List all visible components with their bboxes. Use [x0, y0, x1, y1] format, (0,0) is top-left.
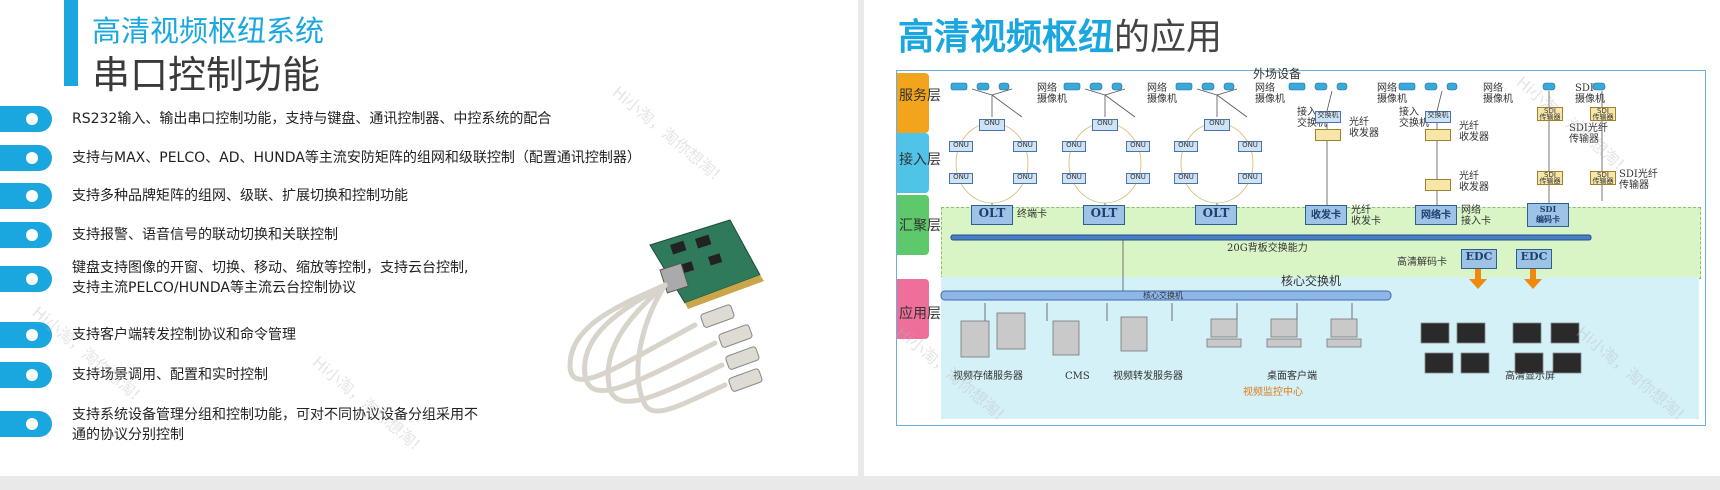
pci-card [650, 220, 764, 309]
serial-card-image [560, 215, 820, 415]
camera-label: 网络 摄像机 [1483, 83, 1513, 105]
agg-card-label: 终端卡 [1017, 209, 1047, 220]
app-device-label: CMS [1065, 371, 1090, 382]
camera-label: 网络 摄像机 [1377, 83, 1407, 105]
sdi-transmitter-box: SDI 传输器 [1590, 171, 1616, 185]
camera-label: 网络 摄像机 [1037, 83, 1067, 105]
sdi-transmitter-label: SDI光纤 传输器 [1569, 123, 1608, 145]
server-icon [997, 313, 1025, 349]
agg-card-label: 网络 接入卡 [1461, 205, 1491, 227]
right-slide: 高清视频枢纽的应用 服务层 接入层 汇聚层 应用层 外场设备 [864, 0, 1720, 476]
onu-box: ONU [1092, 119, 1118, 131]
transceiver-card: 收发卡 [1305, 205, 1347, 225]
bullet-text: 支持与MAX、PELCO、AD、HUNDA等主流安防矩阵的组网和级联控制（配置通… [72, 148, 641, 168]
bullet-marker-icon [0, 183, 52, 209]
bullet-text: 支持系统设备管理分组和控制功能，可对不同协议设备分组采用不 [72, 405, 478, 425]
onu-box: ONU [1174, 173, 1198, 184]
sdi-transmitter-label: SDI光纤 传输器 [1619, 169, 1658, 191]
slide-subtitle: 串口控制功能 [92, 44, 320, 99]
slide-title: 高清视频枢纽的应用 [898, 8, 1222, 60]
onu-box: ONU [949, 173, 973, 184]
title-gray-part: 的应用 [1114, 17, 1222, 58]
left-slide: 高清视频枢纽系统 串口控制功能 RS232输入、输出串口控制功能，支持与键盘、通… [0, 0, 858, 476]
bullet-marker-icon [0, 411, 52, 437]
onu-box: ONU [1238, 173, 1262, 184]
onu-box: ONU [1126, 173, 1150, 184]
network-card: 网络卡 [1415, 205, 1457, 225]
transceiver-label: 光纤 收发器 [1459, 171, 1489, 193]
bullet-text: 支持报警、语音信号的联动切换和关联控制 [72, 225, 338, 245]
onu-box: ONU [1126, 141, 1150, 152]
onu-box: ONU [1013, 173, 1037, 184]
bullet-text: RS232输入、输出串口控制功能，支持与键盘、通讯控制器、中控系统的配合 [72, 109, 551, 129]
watermark: Hi小淘，淘你想淘! [28, 299, 147, 404]
bullet-marker-icon [0, 266, 52, 292]
transceiver-label: 光纤 收发器 [1349, 117, 1379, 139]
onu-box: ONU [1062, 141, 1086, 152]
app-device-label: 视频转发服务器 [1113, 371, 1183, 382]
edc-box: EDC [1516, 249, 1552, 269]
watermark: Hi小淘，淘你想淘! [608, 79, 727, 184]
onu-box: ONU [949, 141, 973, 152]
monitoring-center-label: 视频监控中心 [1243, 387, 1303, 398]
backplane-label: 20G背板交换能力 [1227, 243, 1308, 254]
bullet-marker-icon [0, 145, 52, 171]
bullet-marker-icon [0, 322, 52, 348]
onu-box: ONU [1204, 119, 1230, 131]
desktop-icon [1331, 319, 1357, 337]
server-icon [1053, 321, 1079, 355]
transceiver-label: 光纤 收发器 [1459, 121, 1489, 143]
server-icon [961, 321, 989, 357]
bullet-text: 支持场景调用、配置和实时控制 [72, 365, 268, 385]
access-switch-box: 交换机 [1315, 111, 1341, 123]
bullet-text: 支持多种品牌矩阵的组网、级联、扩展切换和控制功能 [72, 186, 408, 206]
title-blue-part: 高清视频枢纽 [898, 17, 1114, 58]
sdi-transmitter-box: SDI 传输器 [1537, 171, 1563, 185]
sdi-transmitter-box: SDI 传输器 [1537, 107, 1563, 121]
transceiver-box [1425, 179, 1451, 191]
bullet-marker-icon [0, 106, 52, 132]
display-wall-icon [1421, 323, 1581, 373]
bullet-marker-icon [0, 362, 52, 388]
onu-box: ONU [1062, 173, 1086, 184]
onu-box: ONU [1238, 141, 1262, 152]
olt-card: OLT [1083, 205, 1125, 225]
camera-label: 网络 摄像机 [1147, 83, 1177, 105]
app-device-label: 桌面客户端 [1267, 371, 1317, 382]
core-switch-title: 核心交换机 [1281, 276, 1341, 287]
bullet-text: 键盘支持图像的开窗、切换、移动、缩放等控制，支持云台控制, [72, 258, 468, 278]
decoder-label: 高清解码卡 [1397, 257, 1447, 268]
bullet-text: 支持主流PELCO/HUNDA等主流云台控制协议 [72, 278, 356, 298]
core-switch-bar-label: 核心交换机 [1143, 290, 1183, 301]
camera-label: SDI 摄像机 [1575, 83, 1605, 105]
sdi-transmitter-box: SDI 传输器 [1590, 107, 1616, 121]
transceiver-box [1425, 129, 1451, 141]
bullet-text: 通的协议分别控制 [72, 425, 184, 445]
desktop-icon [1271, 319, 1297, 337]
bullet-text: 支持客户端转发控制协议和命令管理 [72, 325, 296, 345]
transceiver-box [1315, 129, 1341, 141]
watermark: Hi小淘，淘你想淘! [308, 349, 427, 454]
onu-box: ONU [1013, 141, 1037, 152]
sdi-encoder-card: SDI 编码卡 [1527, 203, 1569, 227]
server-icon [1121, 317, 1147, 351]
bullet-marker-icon [0, 222, 52, 248]
app-device-label: 视频存储服务器 [953, 371, 1023, 382]
network-diagram: 服务层 接入层 汇聚层 应用层 外场设备 [896, 70, 1706, 426]
onu-box: ONU [1174, 141, 1198, 152]
access-switch-box: 交换机 [1425, 111, 1451, 123]
agg-card-label: 光纤 收发卡 [1351, 205, 1381, 227]
title-accent-bar [64, 0, 78, 86]
onu-box: ONU [979, 119, 1005, 131]
olt-card: OLT [1195, 205, 1237, 225]
desktop-icon [1211, 319, 1237, 337]
camera-label: 网络 摄像机 [1255, 83, 1285, 105]
edc-box: EDC [1461, 249, 1497, 269]
app-device-label: 高清显示屏 [1505, 371, 1555, 382]
application-devices [941, 303, 1699, 413]
olt-card: OLT [971, 205, 1013, 225]
